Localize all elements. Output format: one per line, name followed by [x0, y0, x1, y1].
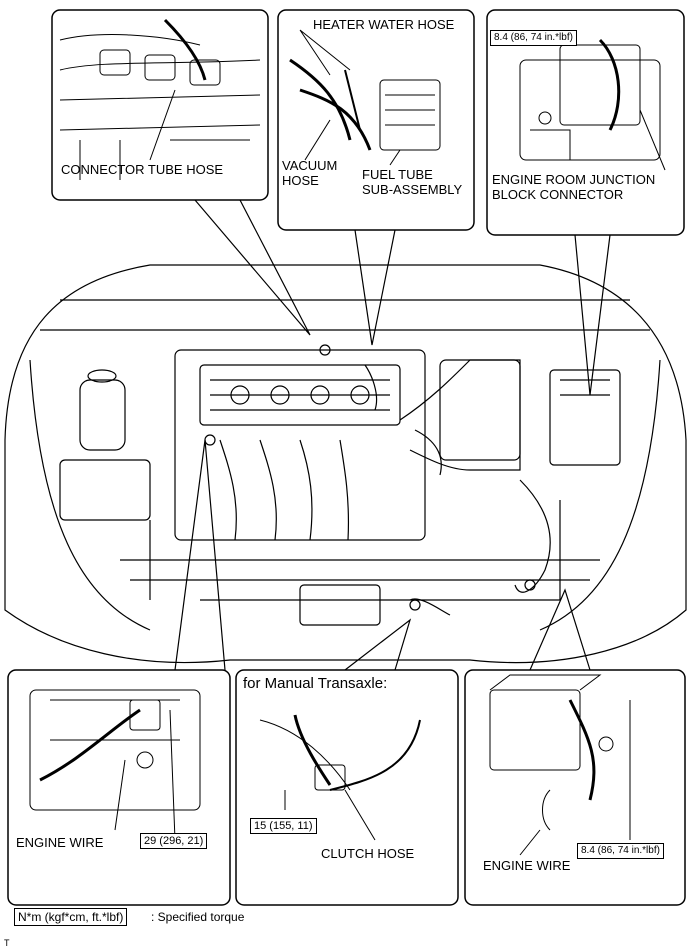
panel-frames: [7, 9, 686, 906]
panel-frame-top-left: [51, 9, 269, 201]
panel-frame-bottom-left: [7, 669, 231, 906]
panel-art-bottom-middle: [259, 714, 421, 841]
connector-tube-hose-label: CONNECTOR TUBE HOSE: [61, 162, 224, 177]
panel-frame-bottom-right: [464, 669, 686, 906]
panel-art-top-middle: [289, 29, 441, 166]
bottom-right-engine-wire-label: ENGINE WIRE: [483, 858, 571, 873]
torque-legend-description: : Specified torque: [151, 910, 245, 924]
manual-transaxle-title: for Manual Transaxle:: [243, 675, 388, 692]
panel-art-top-right: [519, 38, 666, 171]
bottom-left-torque-value: 29 (296, 21): [140, 833, 208, 849]
heater-water-hose-label: HEATER WATER HOSE: [313, 17, 455, 32]
bottom-right-torque-value: 8.4 (86, 74 in.*lbf): [577, 843, 664, 859]
panel-frame-top-right: [486, 9, 685, 236]
vacuum-hose-label: VACUUM HOSE: [282, 158, 338, 188]
callout-leaders: [174, 199, 611, 671]
panel-frame-bottom-middle: [235, 669, 459, 906]
junction-block-connector-label: ENGINE ROOM JUNCTION BLOCK CONNECTOR: [492, 172, 656, 202]
panel-art-top-left: [59, 18, 261, 180]
clutch-hose-label: CLUTCH HOSE: [321, 846, 415, 861]
panel-art-bottom-right: [489, 674, 631, 856]
bottom-left-engine-wire-label: ENGINE WIRE: [16, 835, 104, 850]
engine-bay-illustration: [4, 264, 687, 664]
top-right-torque-value: 8.4 (86, 74 in.*lbf): [490, 30, 577, 46]
fuel-tube-label: FUEL TUBE SUB-ASSEMBLY: [362, 167, 463, 197]
bottom-middle-torque-value: 15 (155, 11): [250, 818, 317, 834]
torque-unit-legend-box: N*m (kgf*cm, ft.*lbf): [14, 908, 128, 926]
footer-mark: T: [4, 938, 10, 948]
panel-frame-top-middle: [277, 9, 475, 231]
panel-art-bottom-left: [29, 689, 201, 841]
